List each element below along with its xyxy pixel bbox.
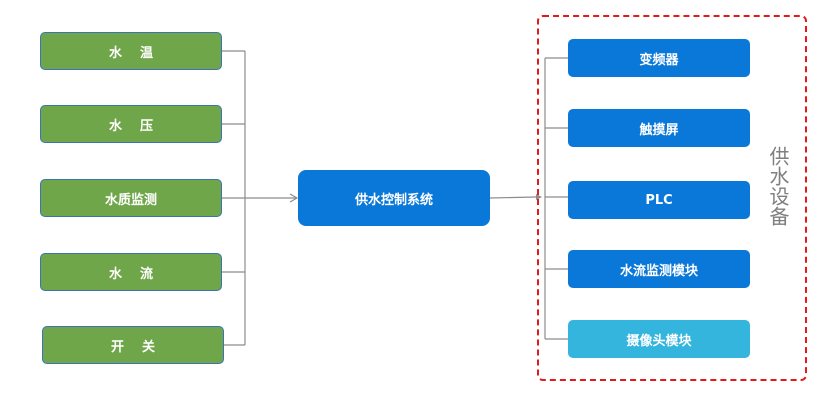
device-camera-module: 摄像头模块 bbox=[568, 320, 750, 358]
device-plc: PLC bbox=[568, 181, 750, 219]
device-touchscreen: 触摸屏 bbox=[568, 109, 750, 147]
device-flow-monitor-module: 水流监测模块 bbox=[568, 250, 750, 288]
input-switch: 开 关 bbox=[42, 326, 224, 364]
input-water-temperature: 水 温 bbox=[40, 32, 222, 70]
input-water-flow: 水 流 bbox=[40, 253, 222, 291]
device-inverter: 变频器 bbox=[568, 39, 750, 77]
device-group-frame bbox=[537, 15, 807, 381]
water-supply-control-system: 供水控制系统 bbox=[298, 170, 490, 226]
device-group-label: 供水设备 bbox=[766, 146, 790, 226]
input-water-pressure: 水 压 bbox=[40, 105, 222, 143]
input-water-quality: 水质监测 bbox=[40, 179, 222, 217]
